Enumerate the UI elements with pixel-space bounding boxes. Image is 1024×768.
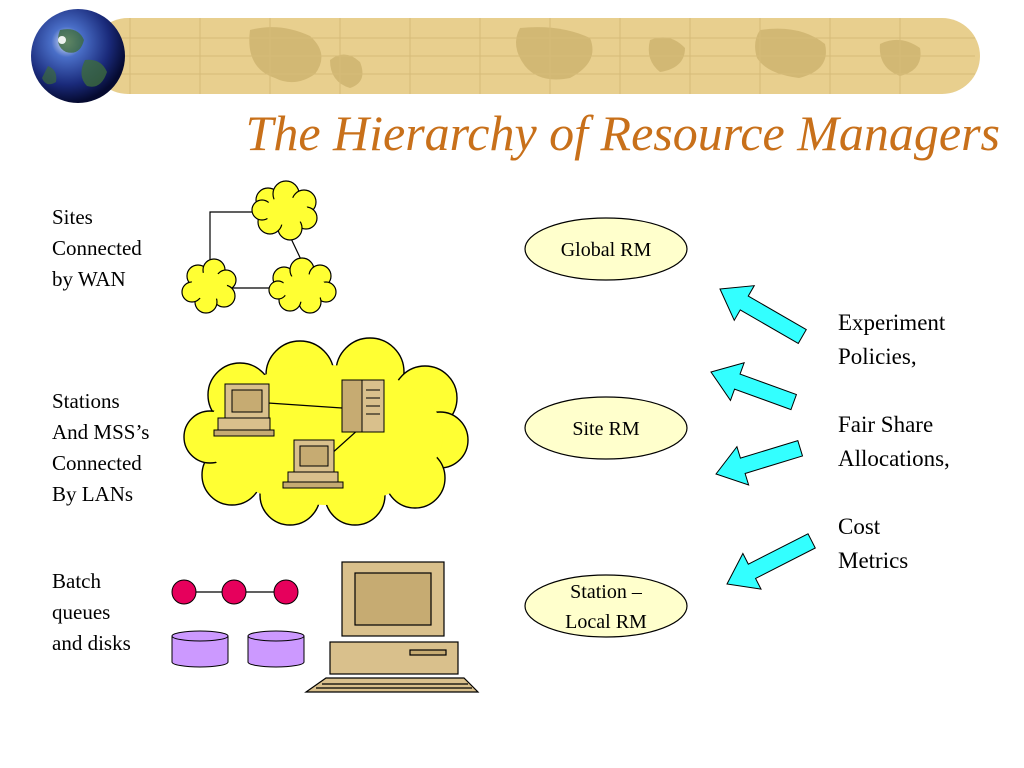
wan-cloud [251,180,318,241]
lan-workstation-icon [213,383,275,437]
station-rm-label-line: Station – [570,581,643,603]
batch-label-line: and disks [52,631,131,655]
policy-arrow-icon [710,362,798,411]
site-rm-node: Site RM [524,396,688,460]
lan-label-line: Connected [52,451,142,475]
policy-line: Metrics [838,548,909,573]
lan-label-line: Stations [52,389,120,413]
policy-spacer [838,374,950,408]
batch-label: Batch queues and disks [52,566,131,659]
lan-server-icon [341,379,385,433]
page-title: The Hierarchy of Resource Managers [245,105,1000,161]
lan-label-line: And MSS’s [52,420,150,444]
batch-queue [171,579,299,605]
policy-list: Experiment Policies, Fair Share Allocati… [838,306,950,578]
lan-label-line: By LANs [52,482,134,506]
wan-cloud [181,258,237,314]
lan-workstation-icon [282,439,344,489]
policy-line: Cost [838,514,881,539]
policy-spacer [838,476,950,510]
policy-line: Policies, [838,344,917,369]
map-strip [90,18,980,94]
wan-label-line: Connected [52,236,142,260]
policy-arrow-icon [715,439,804,486]
queue-node [273,579,299,605]
global-rm-node: Global RM [524,217,688,281]
station-computer-icon [304,561,480,693]
batch-label-line: Batch [52,569,101,593]
wan-label-line: by WAN [52,267,126,291]
policy-line: Allocations, [838,446,950,471]
wan-label-line: Sites [52,205,93,229]
wan-network [181,180,337,314]
policy-line: Experiment [838,310,946,335]
policy-arrow-icon [726,533,816,590]
batch-label-line: queues [52,600,111,624]
policy-line: Fair Share [838,412,934,437]
global-rm-label: Global RM [561,239,652,261]
lan-label: Stations And MSS’s Connected By LANs [52,386,149,510]
station-local-rm-node: Station – Local RM [524,574,688,638]
disk-icon [171,630,229,668]
header-banner [31,9,980,103]
site-rm-label: Site RM [572,418,639,440]
wan-cloud [268,257,337,314]
queue-node [171,579,197,605]
station-rm-label-line: Local RM [565,611,647,633]
globe-icon [31,9,125,103]
policy-arrow-icon [719,285,807,345]
queue-node [221,579,247,605]
disk-icon [247,630,305,668]
wan-label: Sites Connected by WAN [52,202,142,295]
